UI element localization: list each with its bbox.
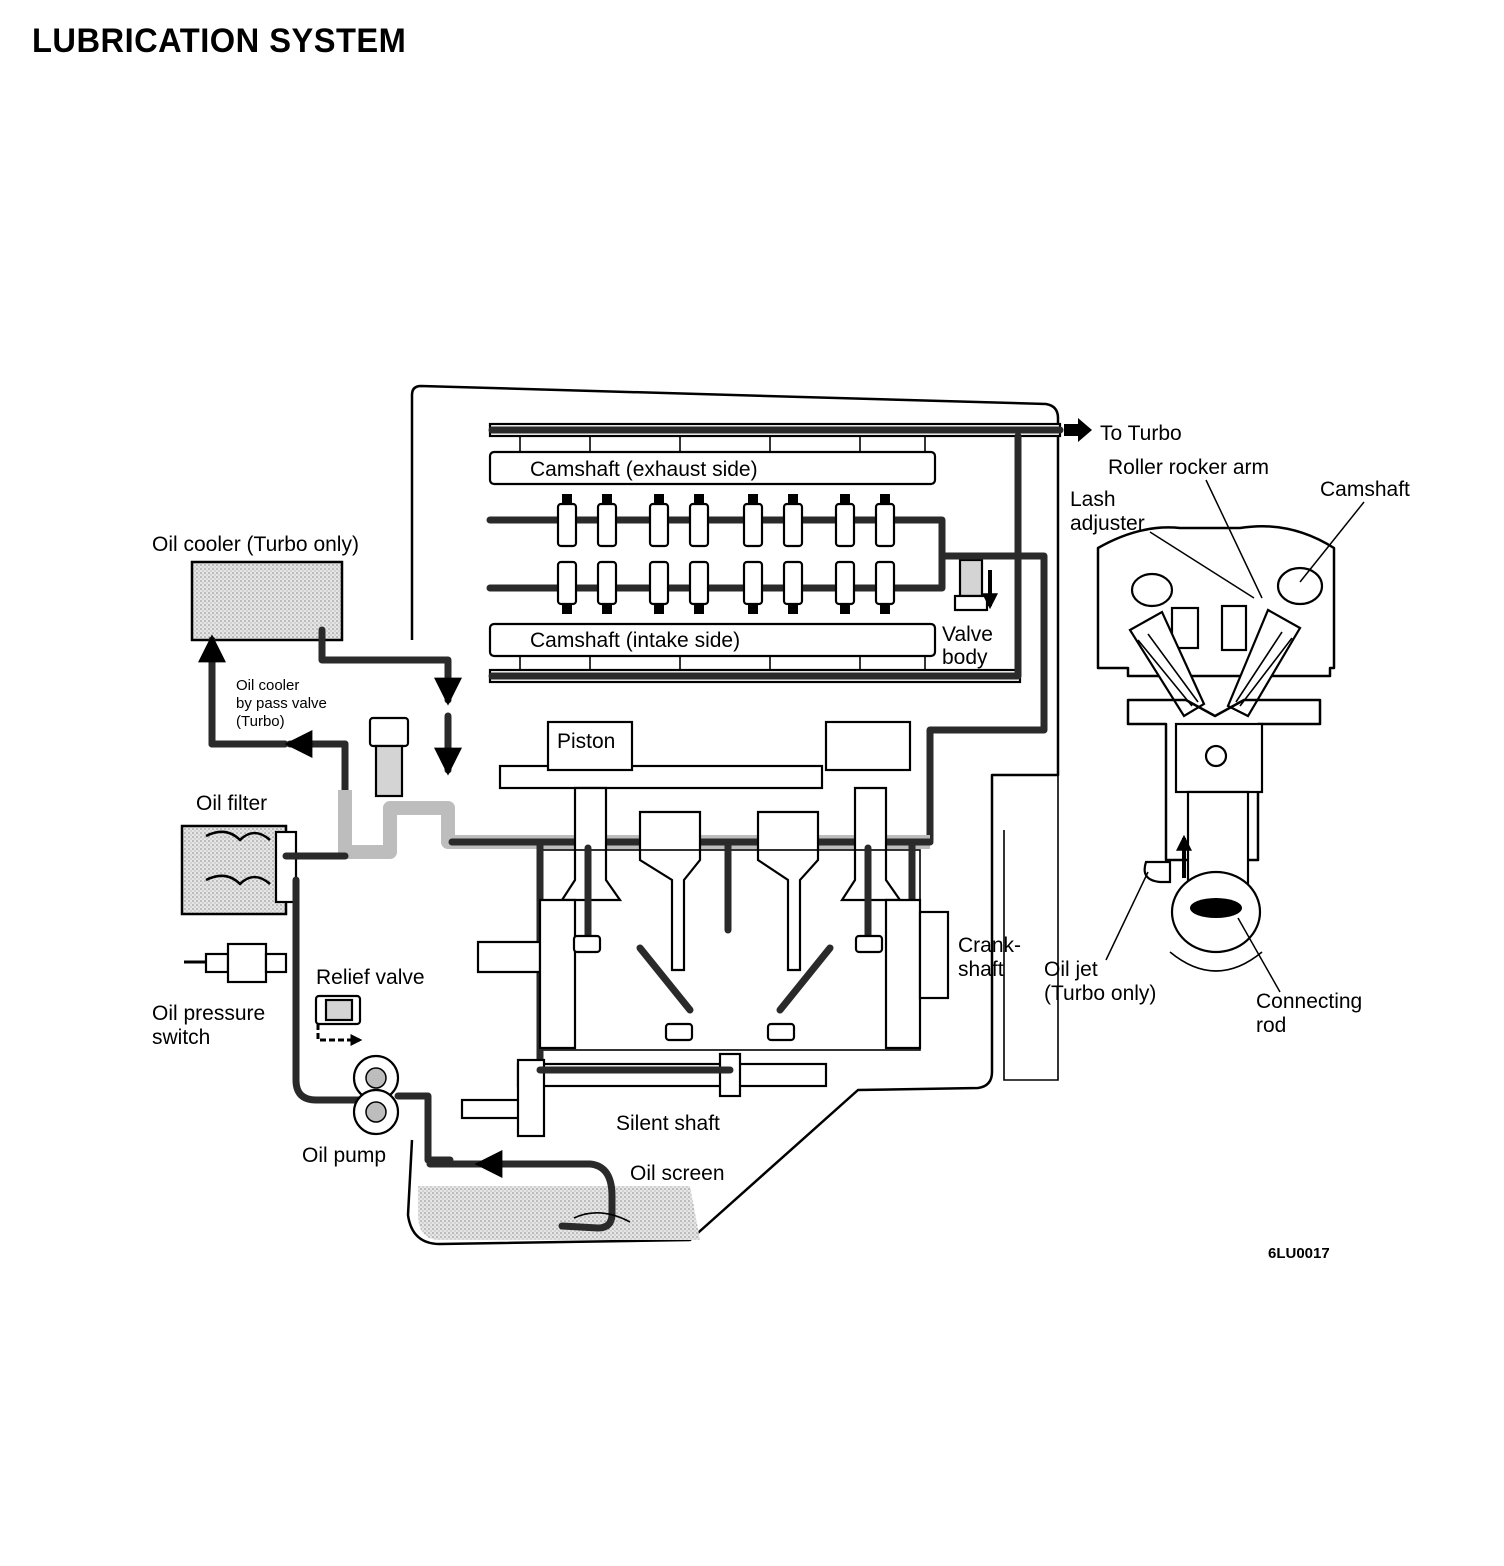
oil-cooler — [190, 560, 462, 794]
label-valve-body-1: Valve — [942, 623, 993, 646]
camshaft-intake — [488, 622, 937, 658]
label-oil-cooler: Oil cooler (Turbo only) — [152, 533, 359, 556]
silent-shaft — [460, 1052, 828, 1138]
label-oil-pump: Oil pump — [302, 1144, 386, 1167]
leader-lines — [1105, 479, 1365, 993]
label-crankshaft-2: shaft — [958, 958, 1004, 981]
cylinder-detail-view — [1096, 525, 1336, 972]
lash-adjusters-lower — [556, 560, 896, 614]
camshaft-exhaust — [488, 450, 937, 486]
label-crankshaft-1: Crank- — [958, 934, 1021, 957]
label-camshaft-intake: Camshaft (intake side) — [530, 629, 740, 652]
figure-code: 6LU0017 — [1268, 1245, 1330, 1262]
label-relief-valve: Relief valve — [316, 966, 425, 989]
crankshaft — [476, 898, 950, 1050]
oil-cooler-bypass-valve — [368, 716, 410, 798]
label-valve-body-2: body — [942, 646, 988, 669]
relief-valve — [314, 994, 363, 1046]
label-lash-adjuster-1: Lash — [1070, 488, 1116, 511]
label-oil-jet-2: (Turbo only) — [1044, 982, 1156, 1005]
label-oil-pressure-switch-1: Oil pressure — [152, 1002, 265, 1025]
to-turbo-arrow — [1064, 418, 1092, 442]
piston-block — [498, 720, 921, 1114]
label-bypass-valve-3: (Turbo) — [236, 713, 285, 730]
label-oil-screen: Oil screen — [630, 1162, 725, 1185]
label-connecting-rod-2: rod — [1256, 1014, 1286, 1037]
label-roller-rocker-arm: Roller rocker arm — [1108, 456, 1269, 479]
label-piston: Piston — [557, 730, 615, 753]
lash-adjusters-upper — [556, 494, 896, 548]
label-lash-adjuster-2: adjuster — [1070, 512, 1145, 535]
label-bypass-valve-1: Oil cooler — [236, 677, 299, 694]
label-camshaft-detail: Camshaft — [1320, 478, 1410, 501]
oil-pan — [418, 1150, 700, 1240]
oil-pump — [352, 1054, 454, 1164]
label-oil-pressure-switch-2: switch — [152, 1026, 210, 1049]
label-silent-shaft: Silent shaft — [616, 1112, 720, 1135]
cylinder-head — [486, 422, 1064, 684]
label-connecting-rod-1: Connecting — [1256, 990, 1362, 1013]
label-oil-jet-1: Oil jet — [1044, 958, 1098, 981]
labels: To Turbo Roller rocker arm Camshaft Lash… — [152, 422, 1410, 1262]
oil-pressure-switch — [184, 942, 288, 984]
oil-filter — [180, 824, 366, 1104]
label-camshaft-exhaust: Camshaft (exhaust side) — [530, 458, 758, 481]
valve-body — [926, 552, 1048, 844]
label-to-turbo: To Turbo — [1100, 422, 1182, 445]
label-bypass-valve-2: by pass valve — [236, 695, 327, 712]
page-title: LUBRICATION SYSTEM — [32, 22, 407, 60]
label-oil-filter: Oil filter — [196, 792, 267, 815]
engine-block-outline — [406, 384, 1060, 1246]
